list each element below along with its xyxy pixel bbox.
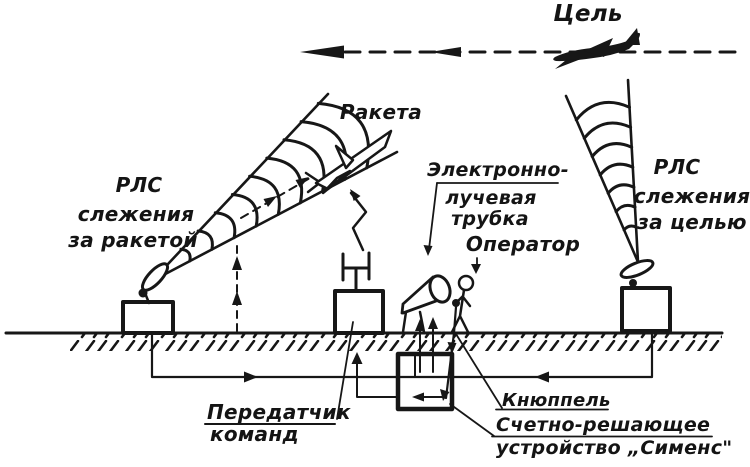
svg-text:Передатчик: Передатчик xyxy=(207,400,351,424)
command-transmitter xyxy=(333,251,385,420)
svg-text:Счетно-решающее: Счетно-решающее xyxy=(496,414,710,436)
missile-icon xyxy=(304,129,393,195)
operator-label: Оператор xyxy=(466,232,580,274)
crt-device xyxy=(400,274,452,334)
computer-label: Счетно-решающее устройство „Сименс" xyxy=(449,403,733,459)
transmitter-label: Передатчик команд xyxy=(204,400,351,446)
operator-figure xyxy=(450,274,475,334)
elevation-dashed-arrow xyxy=(232,239,242,332)
svg-text:за ракетой: за ракетой xyxy=(67,228,197,252)
joystick-label: Кнюппель xyxy=(455,333,611,411)
target-tracking-radar xyxy=(619,259,672,333)
missile-label: Ракета xyxy=(340,100,422,124)
svg-text:слежения: слежения xyxy=(634,184,750,208)
svg-text:Кнюппель: Кнюппель xyxy=(502,390,611,411)
svg-text:Электронно-: Электронно- xyxy=(427,159,569,181)
svg-text:устройство „Сименс": устройство „Сименс" xyxy=(496,437,733,459)
target-label: Цель xyxy=(553,1,623,27)
missile-radar-label: РЛС слежения за ракетой xyxy=(67,173,197,252)
svg-text:лучевая: лучевая xyxy=(445,187,536,209)
target-radar-label: РЛС слежения за целью xyxy=(634,155,750,234)
crt-label: Электронно- лучевая трубка xyxy=(423,159,569,256)
missile-tracking-radar xyxy=(121,262,175,335)
svg-text:РЛС: РЛС xyxy=(654,155,701,179)
beam-axis-dashed-arrow xyxy=(240,177,311,219)
svg-text:РЛС: РЛС xyxy=(116,173,163,197)
command-link-lightning-arrow xyxy=(349,189,368,252)
joystick-control xyxy=(440,299,460,401)
computing-device xyxy=(395,351,455,412)
target-aircraft-icon xyxy=(553,28,640,69)
svg-text:трубка: трубка xyxy=(451,208,529,230)
target-tracking-beam xyxy=(564,78,640,264)
svg-text:слежения: слежения xyxy=(78,202,195,226)
svg-text:Оператор: Оператор xyxy=(466,232,580,256)
underground-cable xyxy=(150,332,654,383)
svg-text:команд: команд xyxy=(210,422,299,446)
computer-to-transmitter-line xyxy=(351,352,399,398)
svg-text:за целью: за целью xyxy=(636,210,747,234)
target-flight-path-arrow xyxy=(300,45,747,59)
ground-hatching xyxy=(70,334,722,351)
